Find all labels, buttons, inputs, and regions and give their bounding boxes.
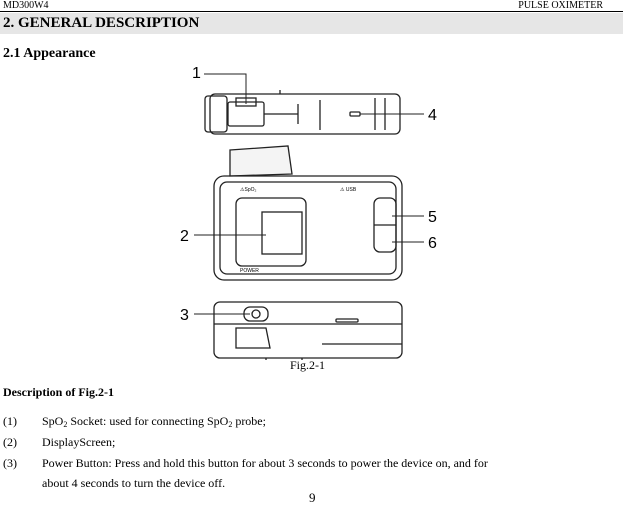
device-front-view xyxy=(213,145,403,281)
item-text-part: SpO xyxy=(42,414,64,428)
section-title: 2. GENERAL DESCRIPTION xyxy=(3,15,200,31)
callout-4-label: 4 xyxy=(428,107,437,124)
subsection-title: 2.1 Appearance xyxy=(3,46,96,61)
item-text: DisplayScreen; xyxy=(42,435,116,449)
item-text: SpO2 Socket: used for connecting SpO2 pr… xyxy=(42,414,266,429)
page-number: 9 xyxy=(309,490,316,505)
callout-6: 6 xyxy=(392,235,437,252)
callout-4: 4 xyxy=(360,107,437,124)
device-figure: 1 4 ⚠SpO₂ ⚠ USB POWER 2 5 6 xyxy=(180,65,437,360)
usb-label: ⚠ USB xyxy=(340,187,357,193)
description-item-2: (2) DisplayScreen; xyxy=(0,435,623,449)
item-text-continued: about 4 seconds to turn the device off. xyxy=(42,476,226,490)
callout-2-label: 2 xyxy=(180,228,189,245)
item-number: (3) xyxy=(3,456,17,470)
figure-caption: Fig.2-1 xyxy=(290,358,326,372)
callout-1-label: 1 xyxy=(192,65,201,82)
header-rule xyxy=(0,11,623,12)
description-title: Description of Fig.2-1 xyxy=(3,385,114,399)
callout-3: 3 xyxy=(180,307,250,324)
description-item-3: (3) Power Button: Press and hold this bu… xyxy=(0,456,623,490)
section-bar xyxy=(0,13,623,34)
header-product: PULSE OXIMETER xyxy=(518,0,603,11)
spo2-socket-label: ⚠SpO₂ xyxy=(240,187,256,193)
item-text-part: probe; xyxy=(232,414,266,428)
subscript: 2 xyxy=(63,420,68,429)
header-model: MD300W4 xyxy=(3,0,49,11)
power-label: POWER xyxy=(240,268,259,274)
device-bottom-view xyxy=(213,301,403,360)
item-text-part: Socket: used for connecting SpO xyxy=(67,414,229,428)
item-number: (1) xyxy=(3,414,17,428)
page-header: MD300W4 PULSE OXIMETER xyxy=(0,0,623,11)
device-top-view xyxy=(204,90,401,135)
callout-5: 5 xyxy=(392,209,437,226)
callout-6-label: 6 xyxy=(428,235,437,252)
callout-3-label: 3 xyxy=(180,307,189,324)
subscript: 2 xyxy=(228,420,233,429)
callout-2: 2 xyxy=(180,228,266,245)
item-text: Power Button: Press and hold this button… xyxy=(42,456,488,470)
description-item-1: (1) SpO2 Socket: used for connecting SpO… xyxy=(0,414,623,429)
callout-1: 1 xyxy=(192,65,247,104)
callout-5-label: 5 xyxy=(428,209,437,226)
item-number: (2) xyxy=(3,435,17,449)
